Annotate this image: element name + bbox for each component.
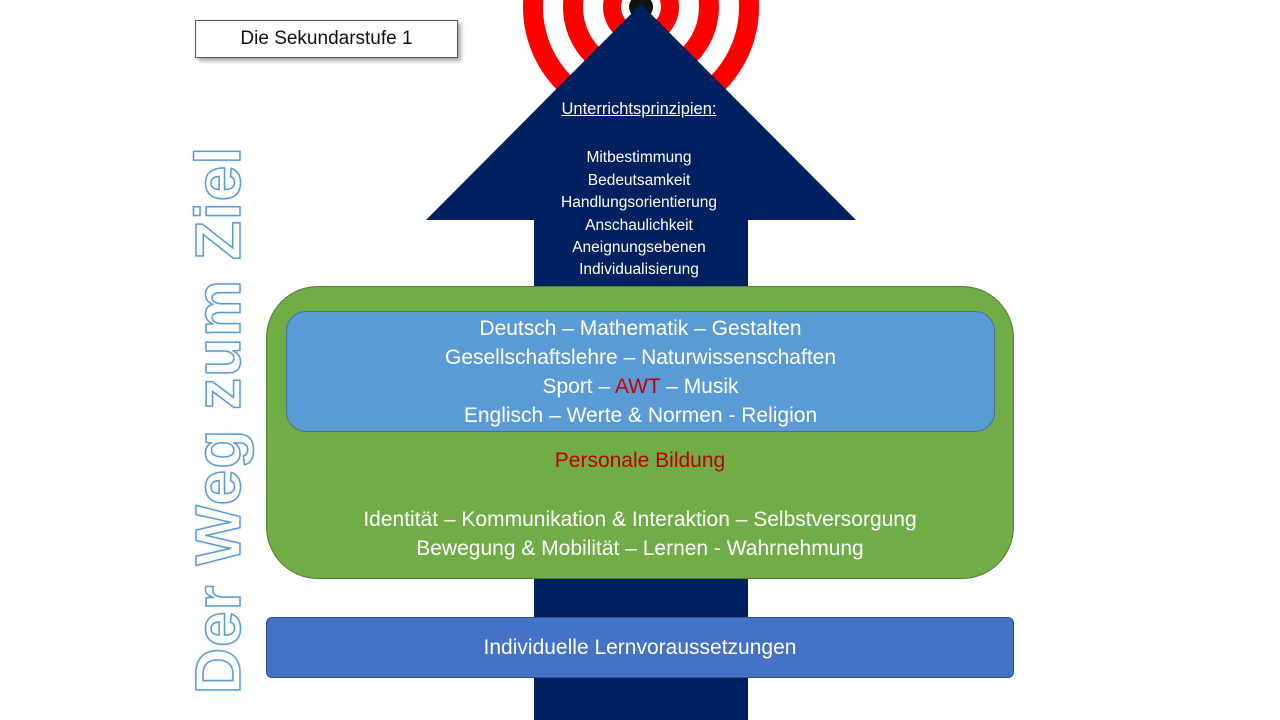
subjects-line: Englisch – Werte & Normen - Religion	[463, 403, 818, 427]
principle-item: Individualisierung	[579, 261, 699, 279]
vertical-title: Der Weg zum Ziel	[181, 145, 255, 695]
learning-prerequisites-box: Individuelle Lernvoraussetzungen	[266, 617, 1014, 678]
subjects-box: Deutsch – Mathematik – Gestalten Gesells…	[286, 311, 995, 432]
personale-line: Bewegung & Mobilität – Lernen - Wahrnehm…	[416, 537, 864, 560]
subjects-line: Gesellschaftslehre – Naturwissenschaften	[444, 345, 837, 369]
subjects-line: Sport – AWT – Musik	[542, 372, 738, 401]
subjects-text: – Musik	[660, 374, 739, 398]
principle-item: Anschaulichkeit	[585, 216, 693, 234]
principle-item: Mitbestimmung	[586, 149, 692, 167]
personale-lines: Identität – Kommunikation & Interaktion …	[266, 505, 1014, 563]
arrow-text: Unterrichtsprinzipien: Mitbestimmung Bed…	[539, 98, 739, 282]
awt-highlight: AWT	[614, 374, 661, 398]
learning-prerequisites-label: Individuelle Lernvoraussetzungen	[483, 635, 797, 659]
title-box: Die Sekundarstufe 1	[195, 20, 458, 58]
principles-heading: Unterrichtsprinzipien:	[561, 100, 717, 118]
principle-item: Bedeutsamkeit	[587, 171, 691, 189]
personale-title: Personale Bildung	[554, 449, 726, 472]
subjects-text: Sport –	[542, 374, 615, 398]
principle-item: Handlungsorientierung	[561, 194, 717, 212]
subjects-line: Deutsch – Mathematik – Gestalten	[479, 316, 802, 340]
personale-line: Identität – Kommunikation & Interaktion …	[363, 508, 917, 531]
principle-item: Aneignungsebenen	[572, 239, 706, 257]
